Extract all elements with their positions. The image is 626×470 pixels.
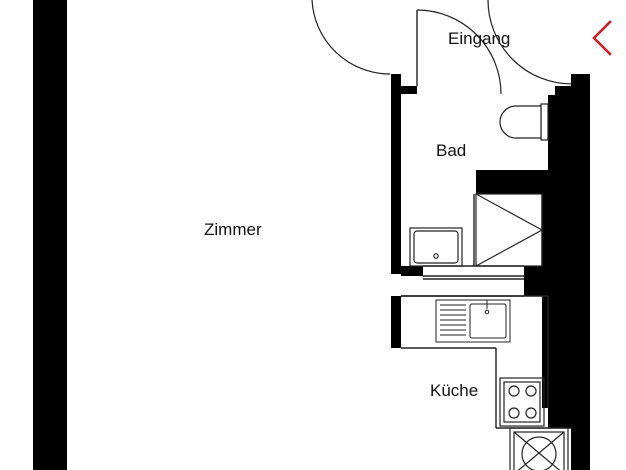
bath-wall-top-right	[555, 86, 571, 95]
shower-tray	[475, 193, 543, 267]
washbasin-outer	[409, 227, 463, 267]
door-swings	[311, 0, 573, 95]
shower-diag-b	[475, 229, 543, 267]
room-label-zimmer: Zimmer	[204, 220, 262, 239]
kitchen-divider-block	[524, 266, 542, 296]
washbasin-inner	[413, 230, 459, 264]
back-button[interactable]	[586, 18, 620, 58]
washer-drum	[521, 436, 557, 470]
room-label-bad: Bad	[436, 141, 466, 160]
corridor-cap-left-mid	[401, 266, 423, 276]
sink-outer	[435, 299, 511, 343]
washing-machine	[509, 427, 569, 470]
right-wall-base	[548, 408, 571, 428]
outer-right-wall	[571, 74, 590, 470]
outer-left-wall	[33, 0, 67, 470]
right-wall-block	[542, 170, 571, 408]
cooktop	[499, 377, 545, 427]
corridor-cap-left-top	[401, 86, 417, 94]
burner-top-right	[525, 385, 537, 397]
corridor-wall-upper	[391, 74, 401, 274]
cooktop-outer	[499, 377, 545, 427]
room-labels: Zimmer Eingang Bad Küche	[204, 29, 510, 400]
toilet-bowl	[499, 105, 542, 139]
sink-basin	[469, 303, 507, 339]
washer-inner	[513, 431, 565, 470]
room-label-eingang: Eingang	[448, 29, 510, 48]
bath-divider-wall	[476, 170, 542, 194]
washbasin	[409, 227, 463, 267]
door-swing-entrance-right	[416, 9, 502, 95]
washbasin-drain	[433, 253, 439, 259]
burner-top-left	[508, 385, 520, 397]
toilet-tank	[540, 103, 549, 141]
sink-drain	[484, 309, 490, 315]
door-swing-left	[311, 0, 391, 75]
shower-diag-a	[475, 193, 543, 231]
burner-bottom-right	[525, 407, 537, 419]
washer-diag-b	[517, 431, 565, 470]
room-label-kueche: Küche	[430, 381, 478, 400]
kitchen-sink	[435, 299, 511, 343]
burner-bottom-left	[508, 407, 520, 419]
shower-tray-outline	[475, 193, 543, 267]
drainboard-grooves	[440, 304, 466, 336]
cooktop-inner	[503, 381, 541, 423]
washer-outer	[509, 427, 569, 470]
door-swing-top-right	[487, 0, 573, 85]
walls	[33, 0, 590, 470]
chevron-left-icon	[592, 20, 612, 56]
corridor-wall-lower	[391, 296, 401, 348]
bath-side-wall	[548, 95, 571, 170]
toilet	[499, 103, 549, 141]
